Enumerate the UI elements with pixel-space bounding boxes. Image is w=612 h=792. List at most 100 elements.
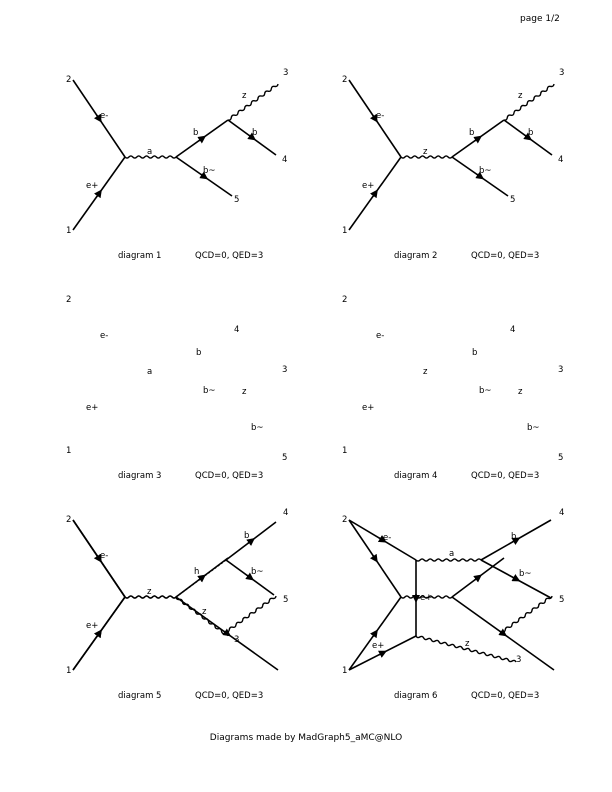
particle-label: b — [472, 348, 477, 358]
particle-label: 2 — [66, 515, 71, 525]
fermion-arrow — [370, 189, 378, 199]
credit-line: Diagrams made by MadGraph5_aMC@NLO — [209, 733, 403, 743]
fermion-arrow — [473, 135, 483, 144]
z-boson-line — [175, 596, 229, 637]
particle-label: b — [196, 348, 201, 358]
particle-label: 1 — [66, 666, 71, 676]
diagram-caption: diagram 4 — [394, 471, 437, 481]
fermion-arrow — [94, 113, 102, 123]
particle-label: 2 — [66, 75, 71, 85]
particle-label: z — [242, 91, 247, 101]
particle-label: b~ — [251, 567, 264, 577]
z-boson-line — [501, 595, 553, 633]
particle-label: 2 — [342, 295, 347, 305]
fermion-arrow — [498, 628, 508, 637]
particle-label: e+ — [362, 403, 374, 413]
fermion-arrow — [245, 572, 255, 581]
particle-label: e+ — [86, 403, 98, 413]
fermion-arrow — [511, 537, 521, 545]
particle-label: b — [244, 531, 249, 541]
fermion-arrow — [94, 629, 102, 639]
coupling-orders: QCD=0, QED=3 — [471, 471, 539, 481]
fermion-arrow — [94, 189, 102, 199]
particle-label: 4 — [558, 155, 563, 165]
particle-label: b — [511, 532, 516, 542]
particle-label: e- — [100, 331, 108, 341]
particle-label: 1 — [342, 446, 347, 456]
diagram-caption: diagram 2 — [394, 251, 437, 261]
particle-label: 1 — [342, 226, 347, 236]
particle-label: 3 — [234, 635, 239, 645]
particle-label: 3 — [516, 655, 521, 665]
fermion-arrow — [197, 135, 207, 144]
particle-label: z — [242, 387, 247, 397]
z-boson-line — [227, 83, 279, 121]
particle-label: e- — [376, 111, 384, 121]
page-number: page 1/2 — [520, 14, 560, 24]
particle-label: b~ — [203, 386, 216, 396]
diagram-caption: diagram 6 — [394, 691, 437, 701]
particle-label: e- — [100, 111, 108, 121]
diagram-caption: diagram 1 — [118, 251, 161, 261]
particle-label: 4 — [234, 325, 239, 335]
particle-label: 4 — [283, 508, 288, 518]
fermion-arrow — [511, 574, 521, 582]
particle-label: 5 — [510, 195, 515, 205]
fermion-arrow — [475, 171, 485, 180]
particle-label: e+ — [372, 641, 384, 651]
particle-label: b~ — [203, 166, 216, 176]
particle-label: 5 — [558, 453, 563, 463]
fermion-arrow — [370, 629, 378, 639]
diagram-4: 2 e-e+ 1 z 4 b b~ z b~ 3 5 diagram 4 QCD=0, QED=3 — [342, 295, 563, 671]
diagram-6: 2 e-a 4 b b~ 5 e+ e+ 1 z 3 diagram 6 QCD=0, QED=3 — [342, 508, 564, 701]
particle-label: 2 — [342, 515, 347, 525]
fermion-arrow — [473, 574, 483, 583]
particle-label: 5 — [559, 595, 564, 605]
particle-label: z — [202, 607, 207, 617]
particle-label: b~ — [479, 386, 492, 396]
particle-label: a — [147, 147, 152, 157]
diagram-caption: diagram 5 — [118, 691, 161, 701]
particle-label: e- — [100, 551, 108, 561]
particle-label: 1 — [66, 446, 71, 456]
particle-label: h — [194, 567, 199, 577]
particle-label: 4 — [282, 155, 287, 165]
coupling-orders: QCD=0, QED=3 — [471, 691, 539, 701]
fermion-arrow — [377, 535, 387, 543]
particle-label: z — [423, 367, 428, 377]
particle-label: e+ — [86, 621, 98, 631]
z-propagator — [124, 595, 177, 599]
fermion-arrow — [246, 537, 255, 546]
particle-label: 3 — [558, 365, 563, 375]
photon-line — [415, 558, 482, 562]
particle-label: 1 — [342, 666, 347, 676]
particle-label: e- — [383, 533, 391, 543]
propagator — [400, 155, 453, 159]
particle-label: b~ — [527, 423, 540, 433]
fermion-arrow — [370, 113, 378, 123]
z-boson-line — [225, 595, 277, 633]
particle-label: 5 — [234, 195, 239, 205]
particle-label: 5 — [283, 595, 288, 605]
particle-label: 3 — [283, 68, 288, 78]
particle-label: 4 — [510, 325, 515, 335]
particle-label: z — [465, 639, 470, 649]
particle-label: 3 — [559, 68, 564, 78]
particle-label: b — [193, 128, 198, 138]
particle-label: z — [423, 147, 428, 157]
particle-label: e- — [376, 331, 384, 341]
z-boson-line — [415, 635, 517, 663]
particle-label: z — [147, 587, 152, 597]
particle-label: a — [147, 367, 152, 377]
fermion-arrow — [199, 171, 209, 180]
particle-label: 4 — [559, 508, 564, 518]
particle-label: b~ — [519, 569, 532, 579]
particle-label: a — [449, 549, 454, 559]
particle-label: e+ — [420, 593, 432, 603]
particle-label: 2 — [342, 75, 347, 85]
diagram-caption: diagram 3 — [118, 471, 161, 481]
particle-label: b — [252, 128, 257, 138]
